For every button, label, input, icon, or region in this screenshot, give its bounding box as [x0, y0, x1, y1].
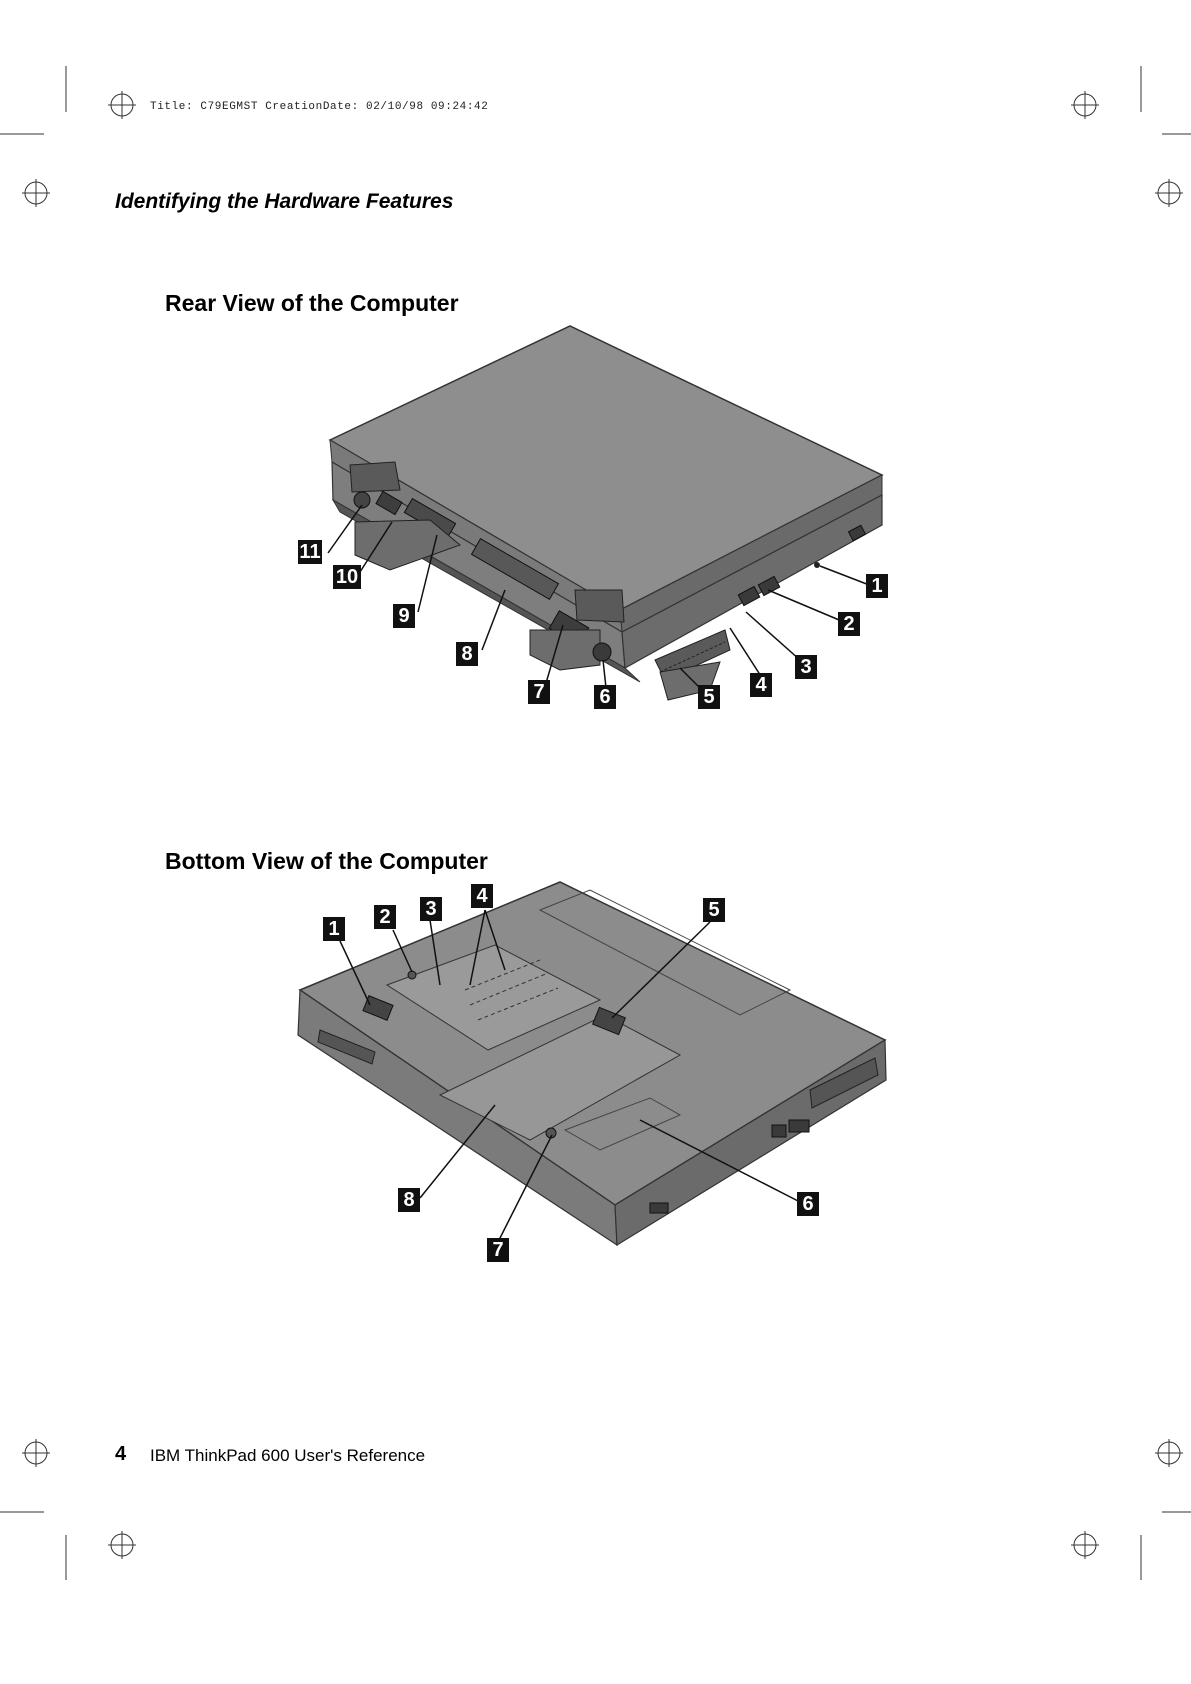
callout-bottom-4: 4 [471, 884, 493, 908]
svg-text:7: 7 [492, 1239, 503, 1261]
svg-text:2: 2 [379, 906, 390, 928]
svg-text:3: 3 [425, 898, 436, 920]
footer-book-title: IBM ThinkPad 600 User's Reference [150, 1446, 425, 1466]
page-number: 4 [115, 1443, 126, 1466]
svg-text:6: 6 [802, 1193, 813, 1215]
svg-text:1: 1 [328, 918, 339, 940]
callout-bottom-8: 8 [398, 1188, 420, 1212]
callout-bottom-7: 7 [487, 1238, 509, 1262]
callout-bottom-3: 3 [420, 897, 442, 921]
laptop-bottom-drawing [298, 882, 886, 1245]
svg-text:5: 5 [708, 899, 719, 921]
svg-text:8: 8 [403, 1189, 414, 1211]
callout-bottom-1: 1 [323, 917, 345, 941]
callout-bottom-5: 5 [703, 898, 725, 922]
callout-bottom-6: 6 [797, 1192, 819, 1216]
svg-text:4: 4 [476, 885, 488, 907]
callout-bottom-2: 2 [374, 905, 396, 929]
